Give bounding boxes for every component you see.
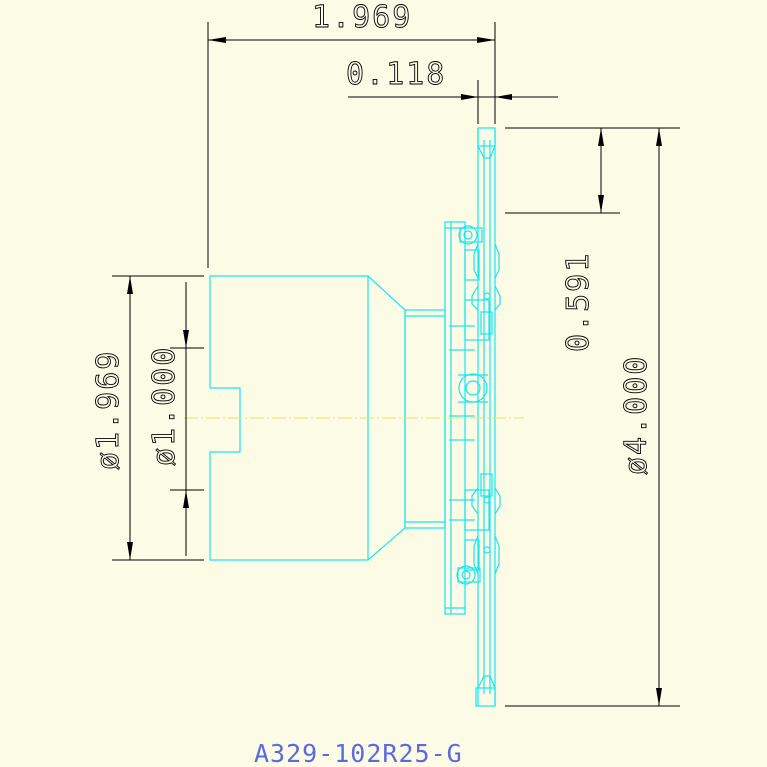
dimension-blade-thickness: 0.118	[346, 57, 558, 124]
dim-overall-length-text: 1.969	[312, 0, 412, 35]
dimension-bore-diameter: ø1.000	[147, 282, 204, 556]
dim-bore-diameter-text: ø1.000	[147, 346, 182, 466]
dim-shank-diameter-text: ø1.969	[91, 350, 126, 470]
dimension-overall-length: 1.969	[207, 0, 496, 268]
clamp-screw-bottom	[456, 565, 481, 585]
part-outline	[209, 127, 501, 707]
clamp-screw-top	[458, 225, 483, 245]
dim-tooth-depth-text: 0.591	[561, 252, 596, 352]
shank-body	[209, 275, 369, 561]
neck-section	[404, 309, 446, 529]
dim-blade-thickness-text: 0.118	[346, 57, 446, 92]
part-number-label: A329-102R25-G	[254, 739, 463, 767]
dimension-shank-diameter: ø1.969	[91, 275, 204, 561]
clamp-screw-center	[458, 373, 488, 403]
dimension-outer-diameter: ø4.000	[505, 127, 680, 707]
dim-outer-diameter-text: ø4.000	[619, 355, 654, 475]
cutter-blade	[471, 127, 501, 707]
dimension-tooth-depth: 0.591	[505, 128, 620, 352]
